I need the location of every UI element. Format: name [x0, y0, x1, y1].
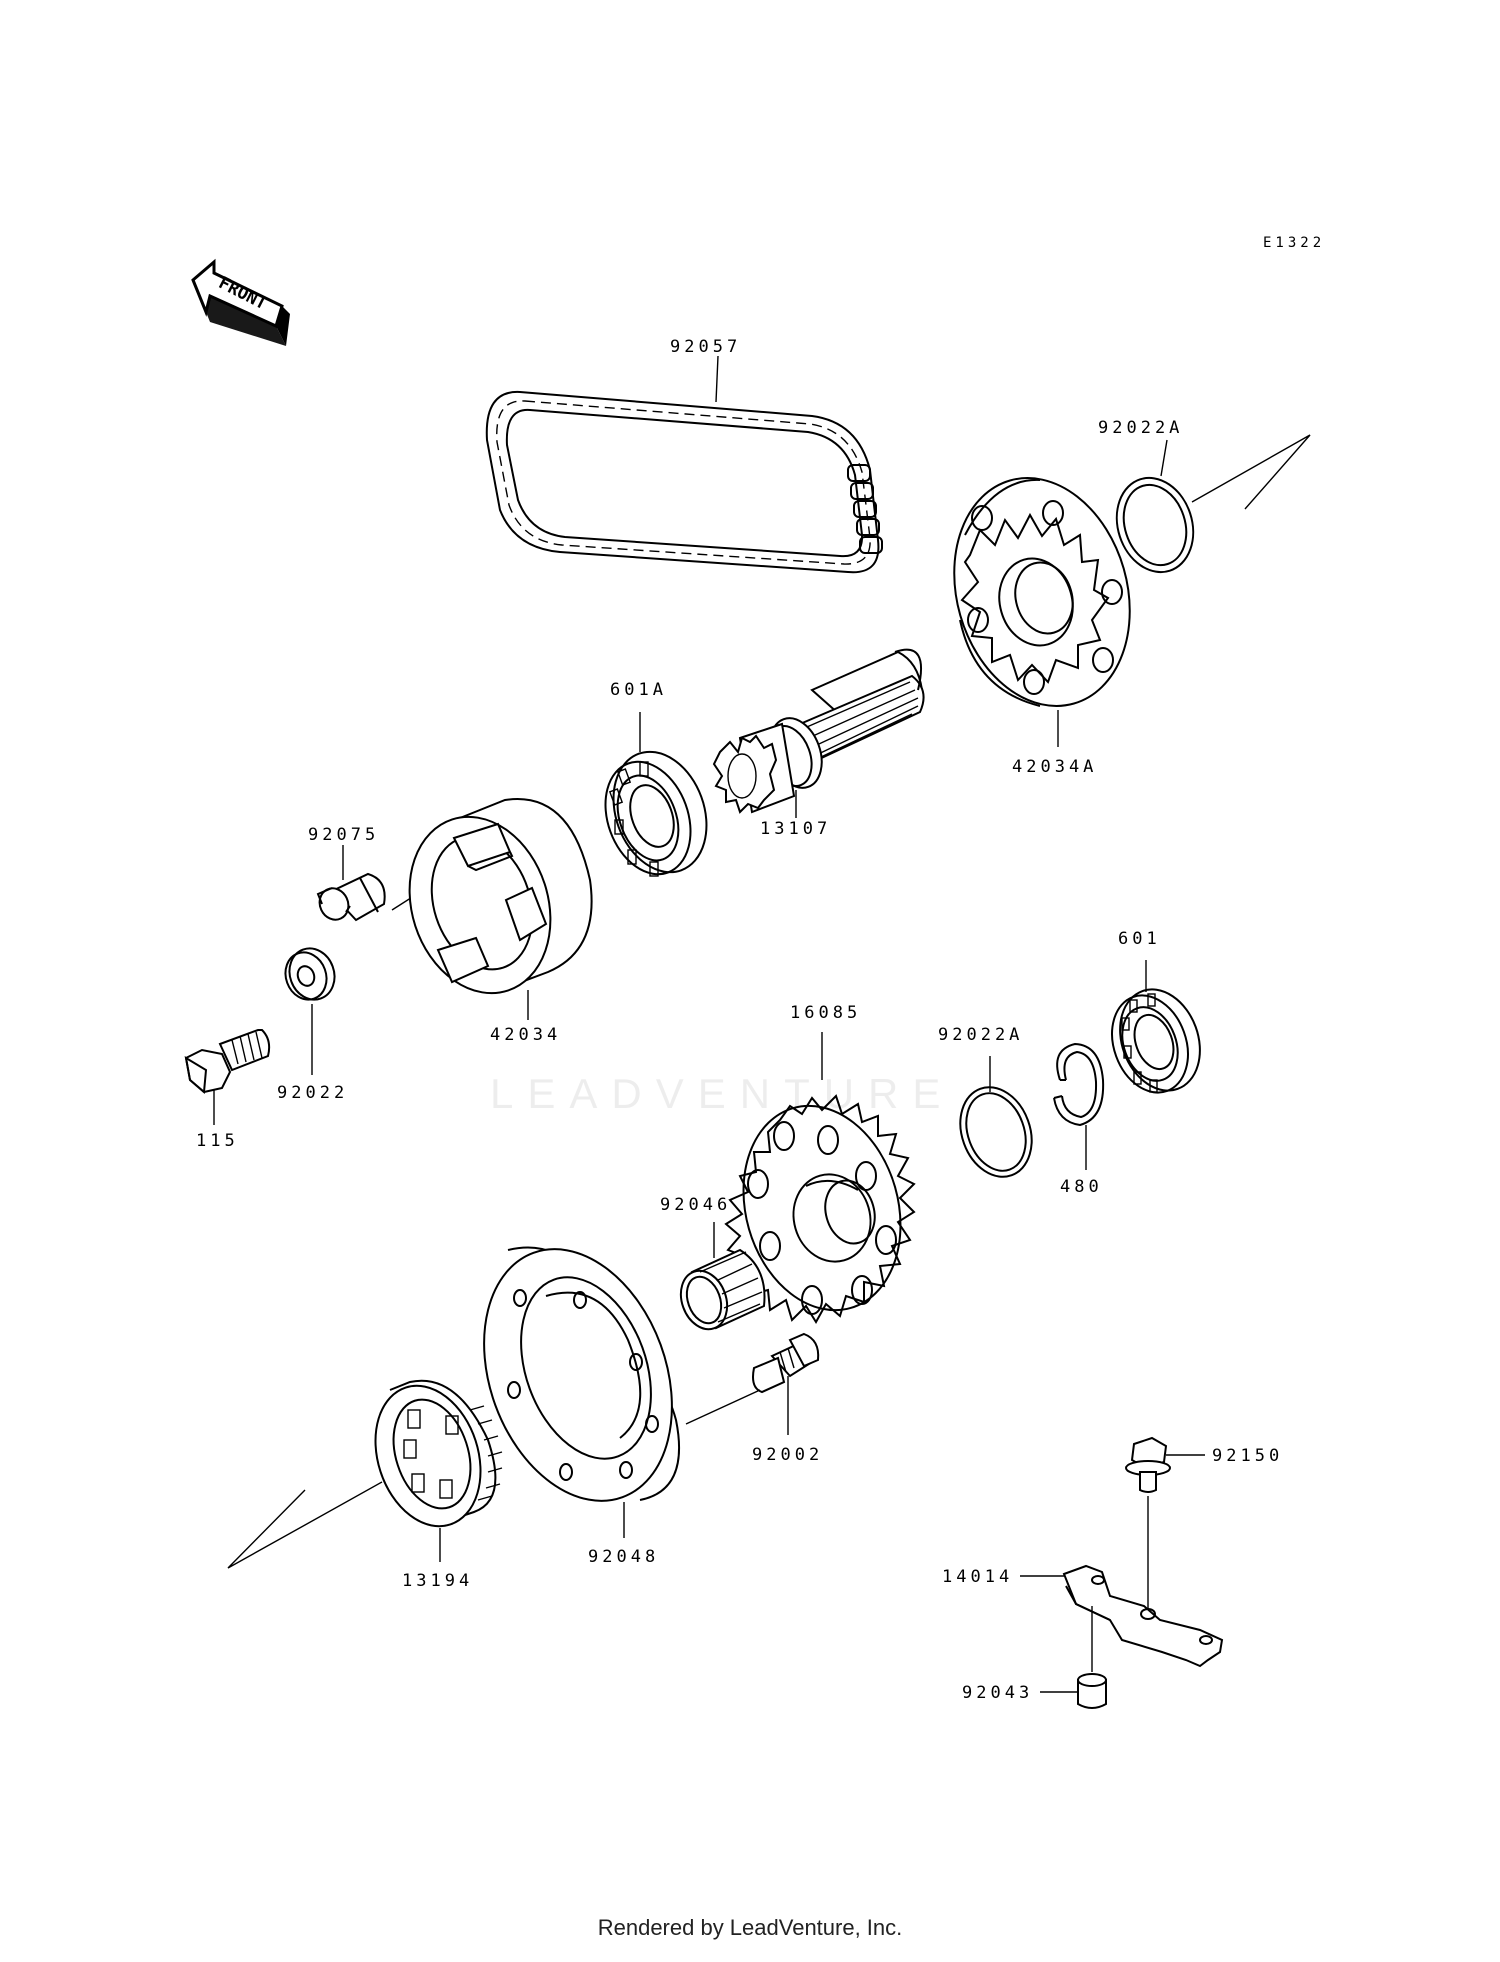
- front-arrow-icon: FRONT: [191, 258, 290, 346]
- sprocket: [724, 1094, 916, 1324]
- collar: [752, 1332, 820, 1394]
- label-driven-sprocket-flange: 42034A: [1012, 757, 1097, 777]
- label-washer: 92022: [277, 1083, 348, 1103]
- label-bearing-lower: 601: [1118, 929, 1161, 949]
- label-one-way-clutch: 13194: [402, 1571, 473, 1591]
- one-way-clutch: [374, 1379, 503, 1528]
- bracket: [1062, 1564, 1224, 1668]
- drive-chain: [485, 390, 883, 574]
- bearing-lower: [1111, 988, 1201, 1094]
- label-bolt: 115: [196, 1131, 239, 1151]
- footer: Rendered by LeadVenture, Inc.: [597, 1915, 903, 1940]
- ref-code: E1322: [1263, 235, 1325, 251]
- label-snap-ring: 480: [1060, 1177, 1103, 1197]
- damper: [316, 872, 386, 922]
- bearing-upper: [604, 750, 708, 877]
- label-sprocket: 16085: [790, 1003, 861, 1023]
- spacer: [1077, 1673, 1107, 1709]
- circlip-upper: [1115, 476, 1195, 574]
- label-shaft: 13107: [760, 819, 831, 839]
- label-holder: 92048: [588, 1547, 659, 1567]
- circlip-lower: [959, 1086, 1033, 1178]
- label-damper: 92075: [308, 825, 379, 845]
- snap-ring: [1053, 1042, 1105, 1127]
- label-circlip-upper: 92022A: [1098, 418, 1183, 438]
- flange-bolt: [1125, 1436, 1171, 1493]
- bolt: [184, 1029, 271, 1095]
- label-circlip-lower: 92022A: [938, 1025, 1023, 1045]
- driven-sprocket-flange: [953, 477, 1131, 707]
- washer: [284, 947, 336, 1001]
- needle-bearing: [679, 1248, 766, 1331]
- label-drive-chain: 92057: [670, 337, 741, 357]
- label-bearing-upper: 601A: [610, 680, 667, 700]
- label-hub: 42034: [490, 1025, 561, 1045]
- hub: [408, 798, 593, 995]
- holder: [483, 1246, 680, 1502]
- watermark: LEADVENTURE: [490, 1070, 955, 1117]
- label-spacer: 92043: [962, 1683, 1033, 1703]
- label-collar: 92002: [752, 1445, 823, 1465]
- shaft: [712, 648, 925, 814]
- label-needle-bearing: 92046: [660, 1195, 731, 1215]
- label-bracket: 14014: [942, 1567, 1013, 1587]
- label-flange-bolt: 92150: [1212, 1446, 1283, 1466]
